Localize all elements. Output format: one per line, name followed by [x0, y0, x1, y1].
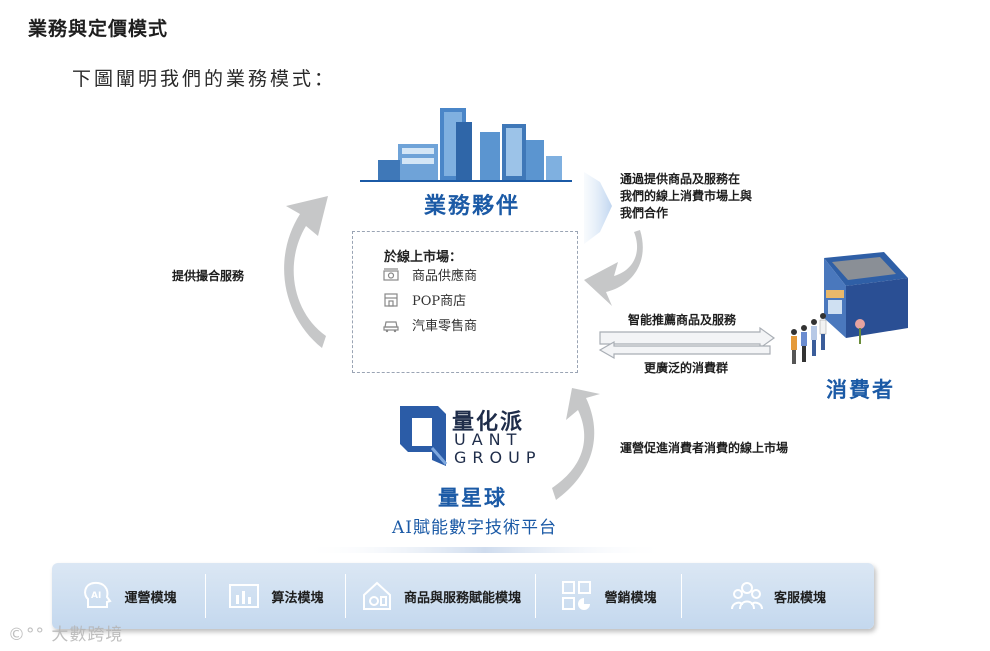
- consumer-people: [791, 313, 827, 364]
- logo-en-line1: UANT: [454, 430, 523, 449]
- bottom-cycle-arrow: [552, 388, 600, 500]
- market-item-pop-store: POP商店: [382, 290, 466, 309]
- store-consumers-illustration: [791, 252, 908, 364]
- market-item-label: 汽車零售商: [412, 319, 478, 334]
- quant-group-logo: 量化派 UANT GROUP: [398, 404, 535, 468]
- left-cycle-arrow: [284, 196, 328, 348]
- market-item-supplier: 商品供應商: [382, 265, 477, 284]
- market-item-car-dealer: 汽車零售商: [382, 315, 477, 334]
- bar-chart-icon: [229, 584, 260, 608]
- platform-name: 量星球: [438, 485, 507, 510]
- platform-description: AI賦能數字技術平台: [392, 518, 557, 538]
- consumer-double-arrow: [598, 326, 776, 360]
- module-marketing: 營銷模塊: [536, 574, 682, 618]
- store-icon: [384, 292, 398, 307]
- recommend-note: 智能推薦商品及服務: [628, 313, 737, 327]
- logo-en-line2: GROUP: [454, 448, 542, 467]
- intro-text: 下圖闡明我們的業務模式：: [72, 68, 337, 90]
- consumer-label: 消費者: [826, 377, 895, 402]
- cooperate-line-2: 我們的線上消費市場上與: [620, 189, 753, 203]
- module-algorithm: 算法模塊: [206, 574, 346, 618]
- module-label: 客服模塊: [773, 590, 826, 606]
- right-cycle-arrow: [584, 230, 643, 306]
- supplier-icon: [383, 267, 399, 281]
- svg-text:AI: AI: [91, 591, 101, 601]
- module-label: 運營模塊: [124, 590, 177, 606]
- house-gear-icon: [362, 581, 391, 610]
- module-customer-service: 客服模塊: [682, 574, 874, 618]
- car-icon: [383, 320, 399, 332]
- watermark: ©°° 大數跨境: [8, 620, 123, 645]
- operate-market-note: 運營促進消費者消費的線上市場: [620, 441, 789, 455]
- module-label: 算法模塊: [271, 590, 324, 606]
- partner-out-arrow: [584, 172, 612, 244]
- matchmaking-note: 提供撮合服務: [172, 269, 245, 283]
- module-label: 營銷模塊: [604, 590, 657, 606]
- market-item-label: 商品供應商: [412, 269, 478, 284]
- cooperate-line-3: 我們合作: [620, 206, 669, 220]
- module-product-service: 商品與服務賦能模塊: [346, 574, 536, 618]
- partner-label: 業務夥伴: [424, 193, 521, 219]
- module-label: 商品與服務賦能模塊: [403, 590, 521, 606]
- wider-group-note: 更廣泛的消費群: [644, 361, 729, 375]
- grid-pie-icon: [562, 581, 592, 610]
- quant-q-icon: [400, 406, 448, 466]
- section-title: 業務與定價模式: [28, 18, 169, 40]
- cooperate-line-1: 通過提供商品及服務在: [620, 172, 741, 186]
- module-operations: AI 運營模塊: [52, 574, 206, 618]
- market-title: 於線上市場：: [384, 250, 463, 265]
- logo-cn-text: 量化派: [452, 410, 525, 435]
- market-box: [352, 231, 578, 373]
- platform-glow-line: [300, 547, 670, 553]
- people-icon: [730, 582, 763, 610]
- buildings-illustration: [360, 108, 572, 182]
- market-item-label: POP商店: [412, 294, 467, 309]
- module-bar: AI 運營模塊 算法模塊 商品與服務賦能模塊 營銷模塊: [52, 563, 874, 629]
- ai-head-icon: AI: [84, 581, 113, 608]
- watermark-logo-icon: ©°°: [8, 625, 45, 645]
- watermark-text: 大數跨境: [51, 625, 124, 645]
- cooperate-note: 通過提供商品及服務在 我們的線上消費市場上與 我們合作: [620, 171, 752, 222]
